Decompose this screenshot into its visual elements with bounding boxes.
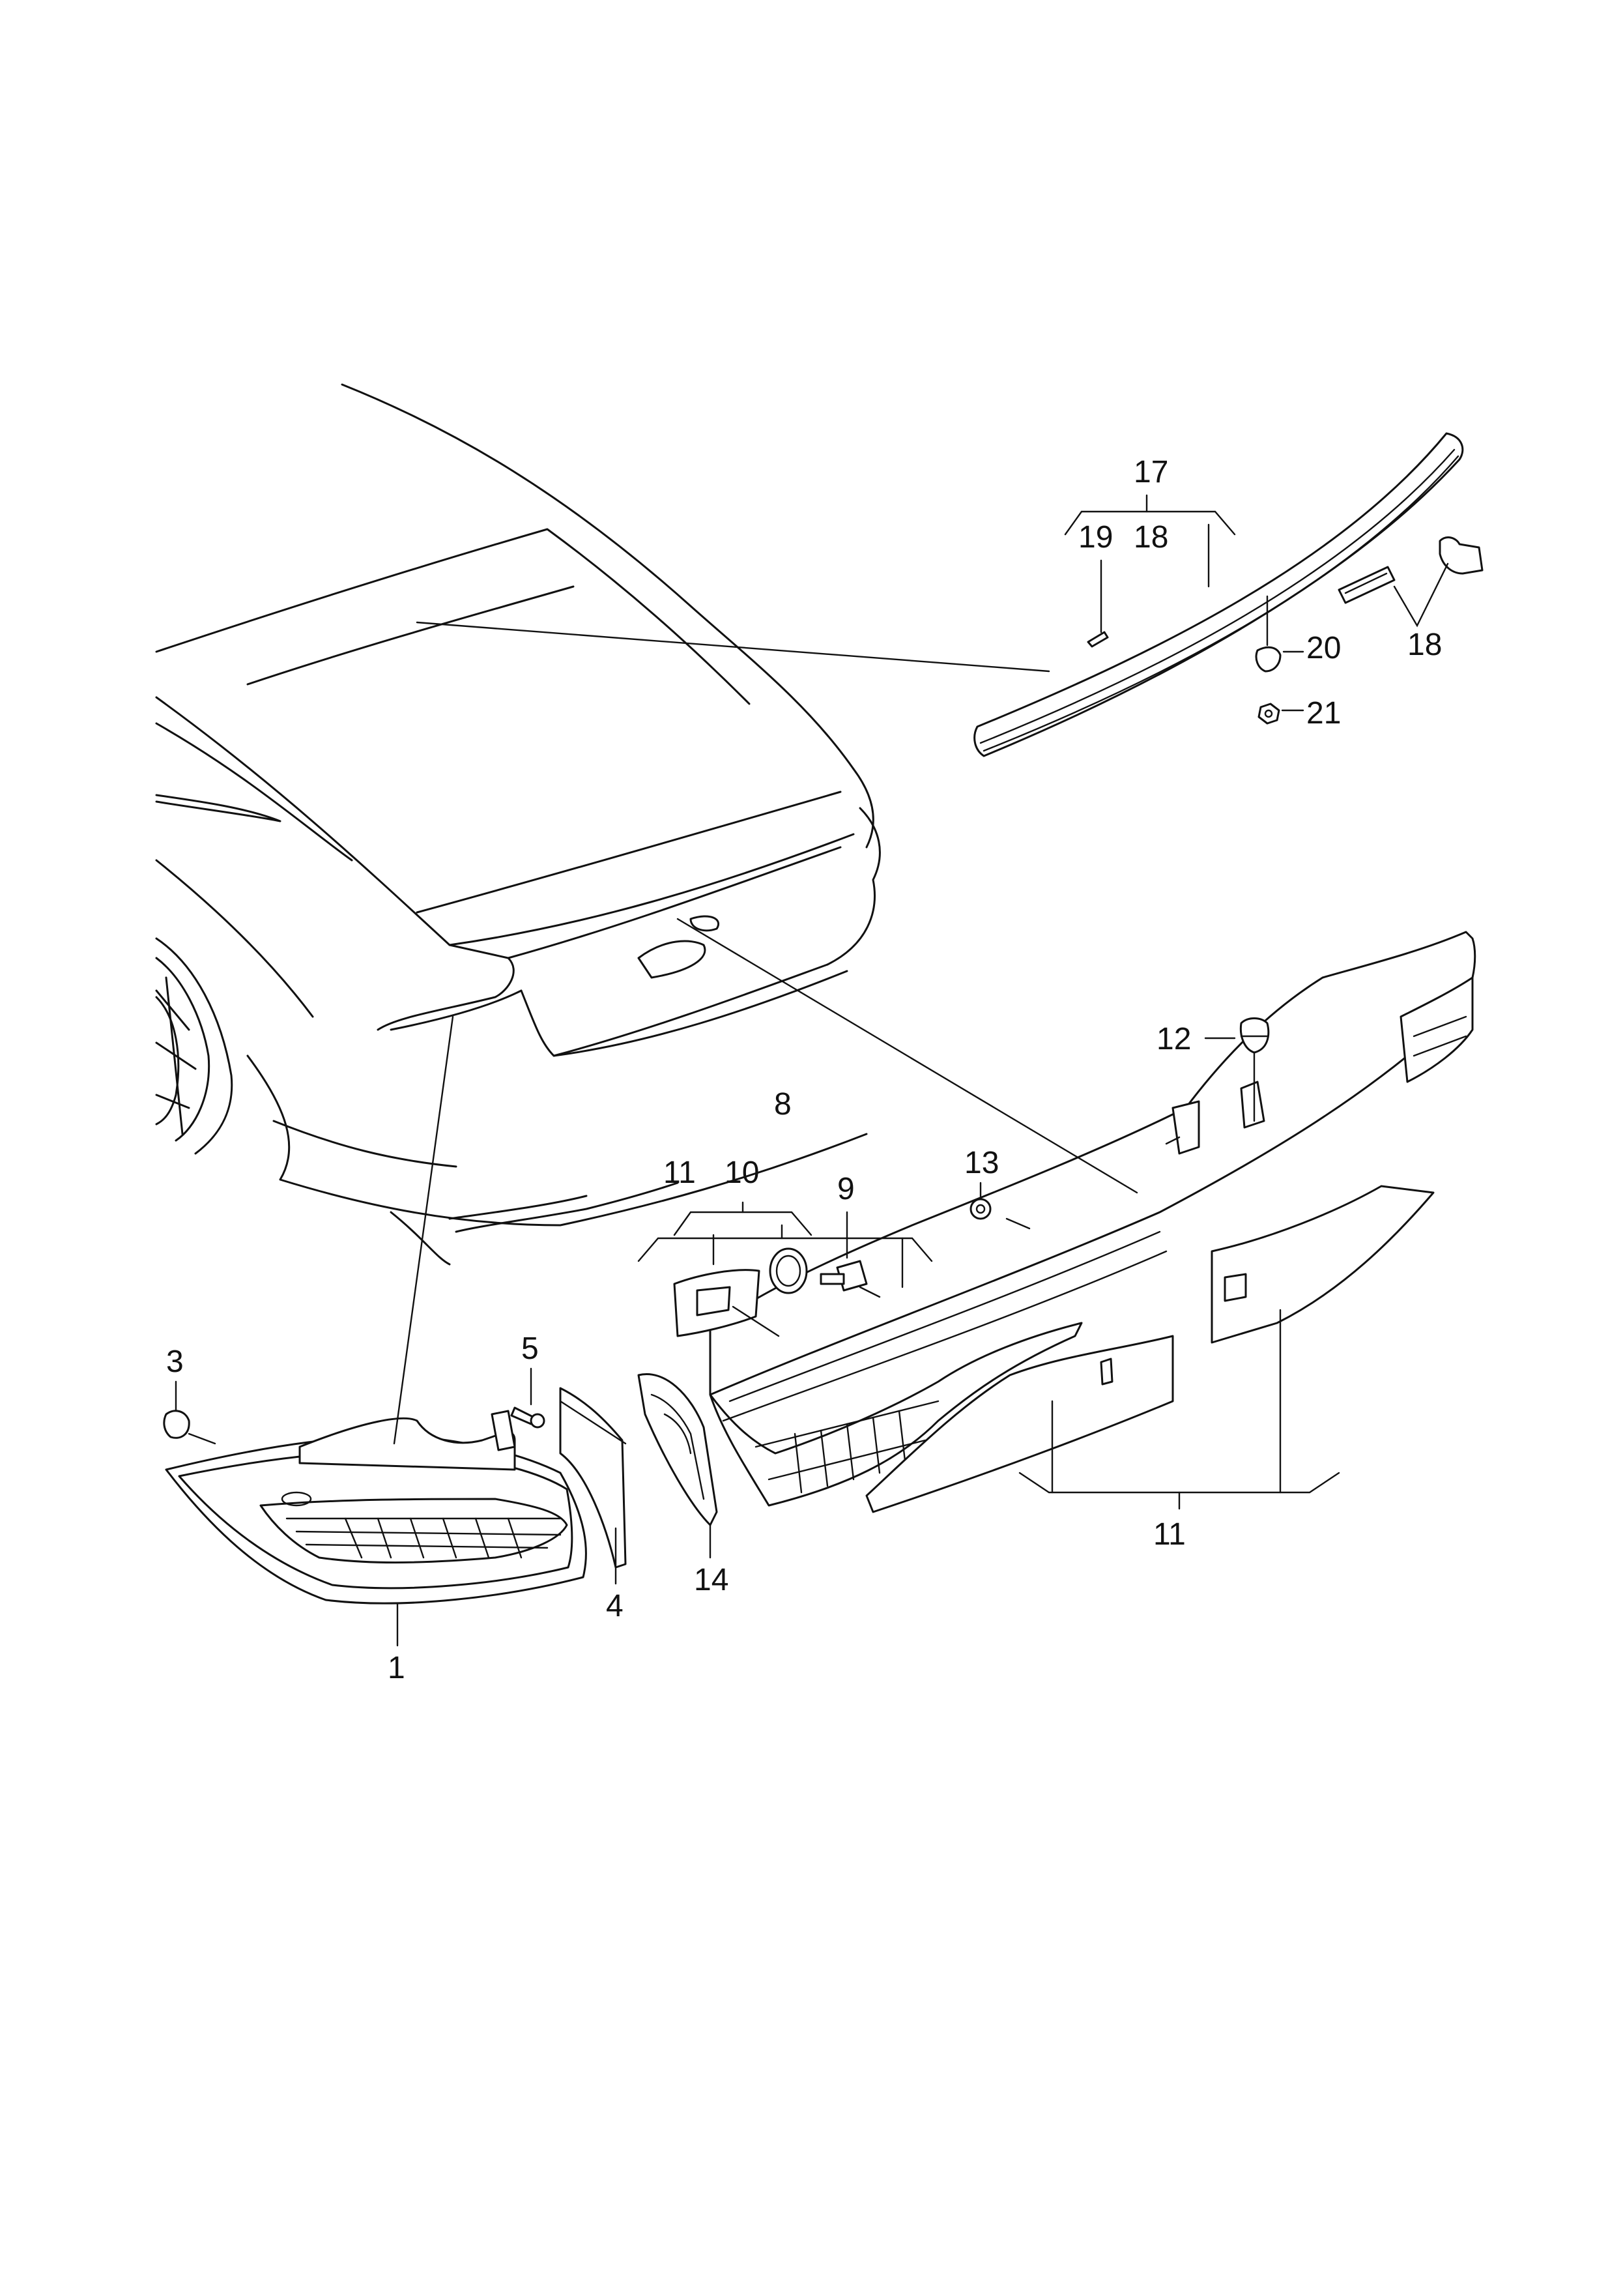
label-12: 12	[1156, 1022, 1191, 1056]
leader-lines	[175, 494, 1449, 1647]
car-body-outline	[155, 383, 881, 1266]
rear-trim-strip	[709, 931, 1476, 1507]
bracket-14	[637, 1373, 718, 1526]
label-8: 8	[774, 1087, 792, 1122]
clip-12	[1239, 1017, 1270, 1054]
label-19: 19	[1078, 520, 1113, 555]
cover-panel-11-lower	[865, 1335, 1174, 1513]
label-14: 14	[694, 1563, 728, 1597]
fastener-20-21	[1255, 646, 1282, 725]
tail-light-assembly	[163, 1406, 587, 1605]
callout-labels: 17 19 18 20 21 18 12 13 8 11 10 9 3 5 4 …	[166, 455, 1442, 1685]
label-21: 21	[1306, 696, 1341, 731]
label-11-bottom: 11	[1153, 1517, 1186, 1552]
label-11-group: 11	[663, 1155, 696, 1190]
cover-panel-11-right	[1211, 1185, 1435, 1344]
rear-spoiler	[973, 432, 1464, 757]
label-4: 4	[606, 1589, 624, 1623]
label-5: 5	[521, 1331, 539, 1366]
label-17: 17	[1134, 455, 1168, 489]
parts-18-right	[1338, 536, 1484, 604]
label-10: 10	[725, 1155, 759, 1190]
screw-clip-9	[820, 1260, 868, 1292]
label-20: 20	[1306, 631, 1341, 665]
label-1: 1	[388, 1651, 405, 1685]
label-3: 3	[166, 1344, 184, 1379]
label-18-right: 18	[1407, 628, 1442, 662]
label-9: 9	[837, 1172, 855, 1206]
label-18-group: 18	[1134, 520, 1168, 555]
label-13: 13	[964, 1146, 999, 1180]
seal-parts	[673, 1247, 808, 1337]
